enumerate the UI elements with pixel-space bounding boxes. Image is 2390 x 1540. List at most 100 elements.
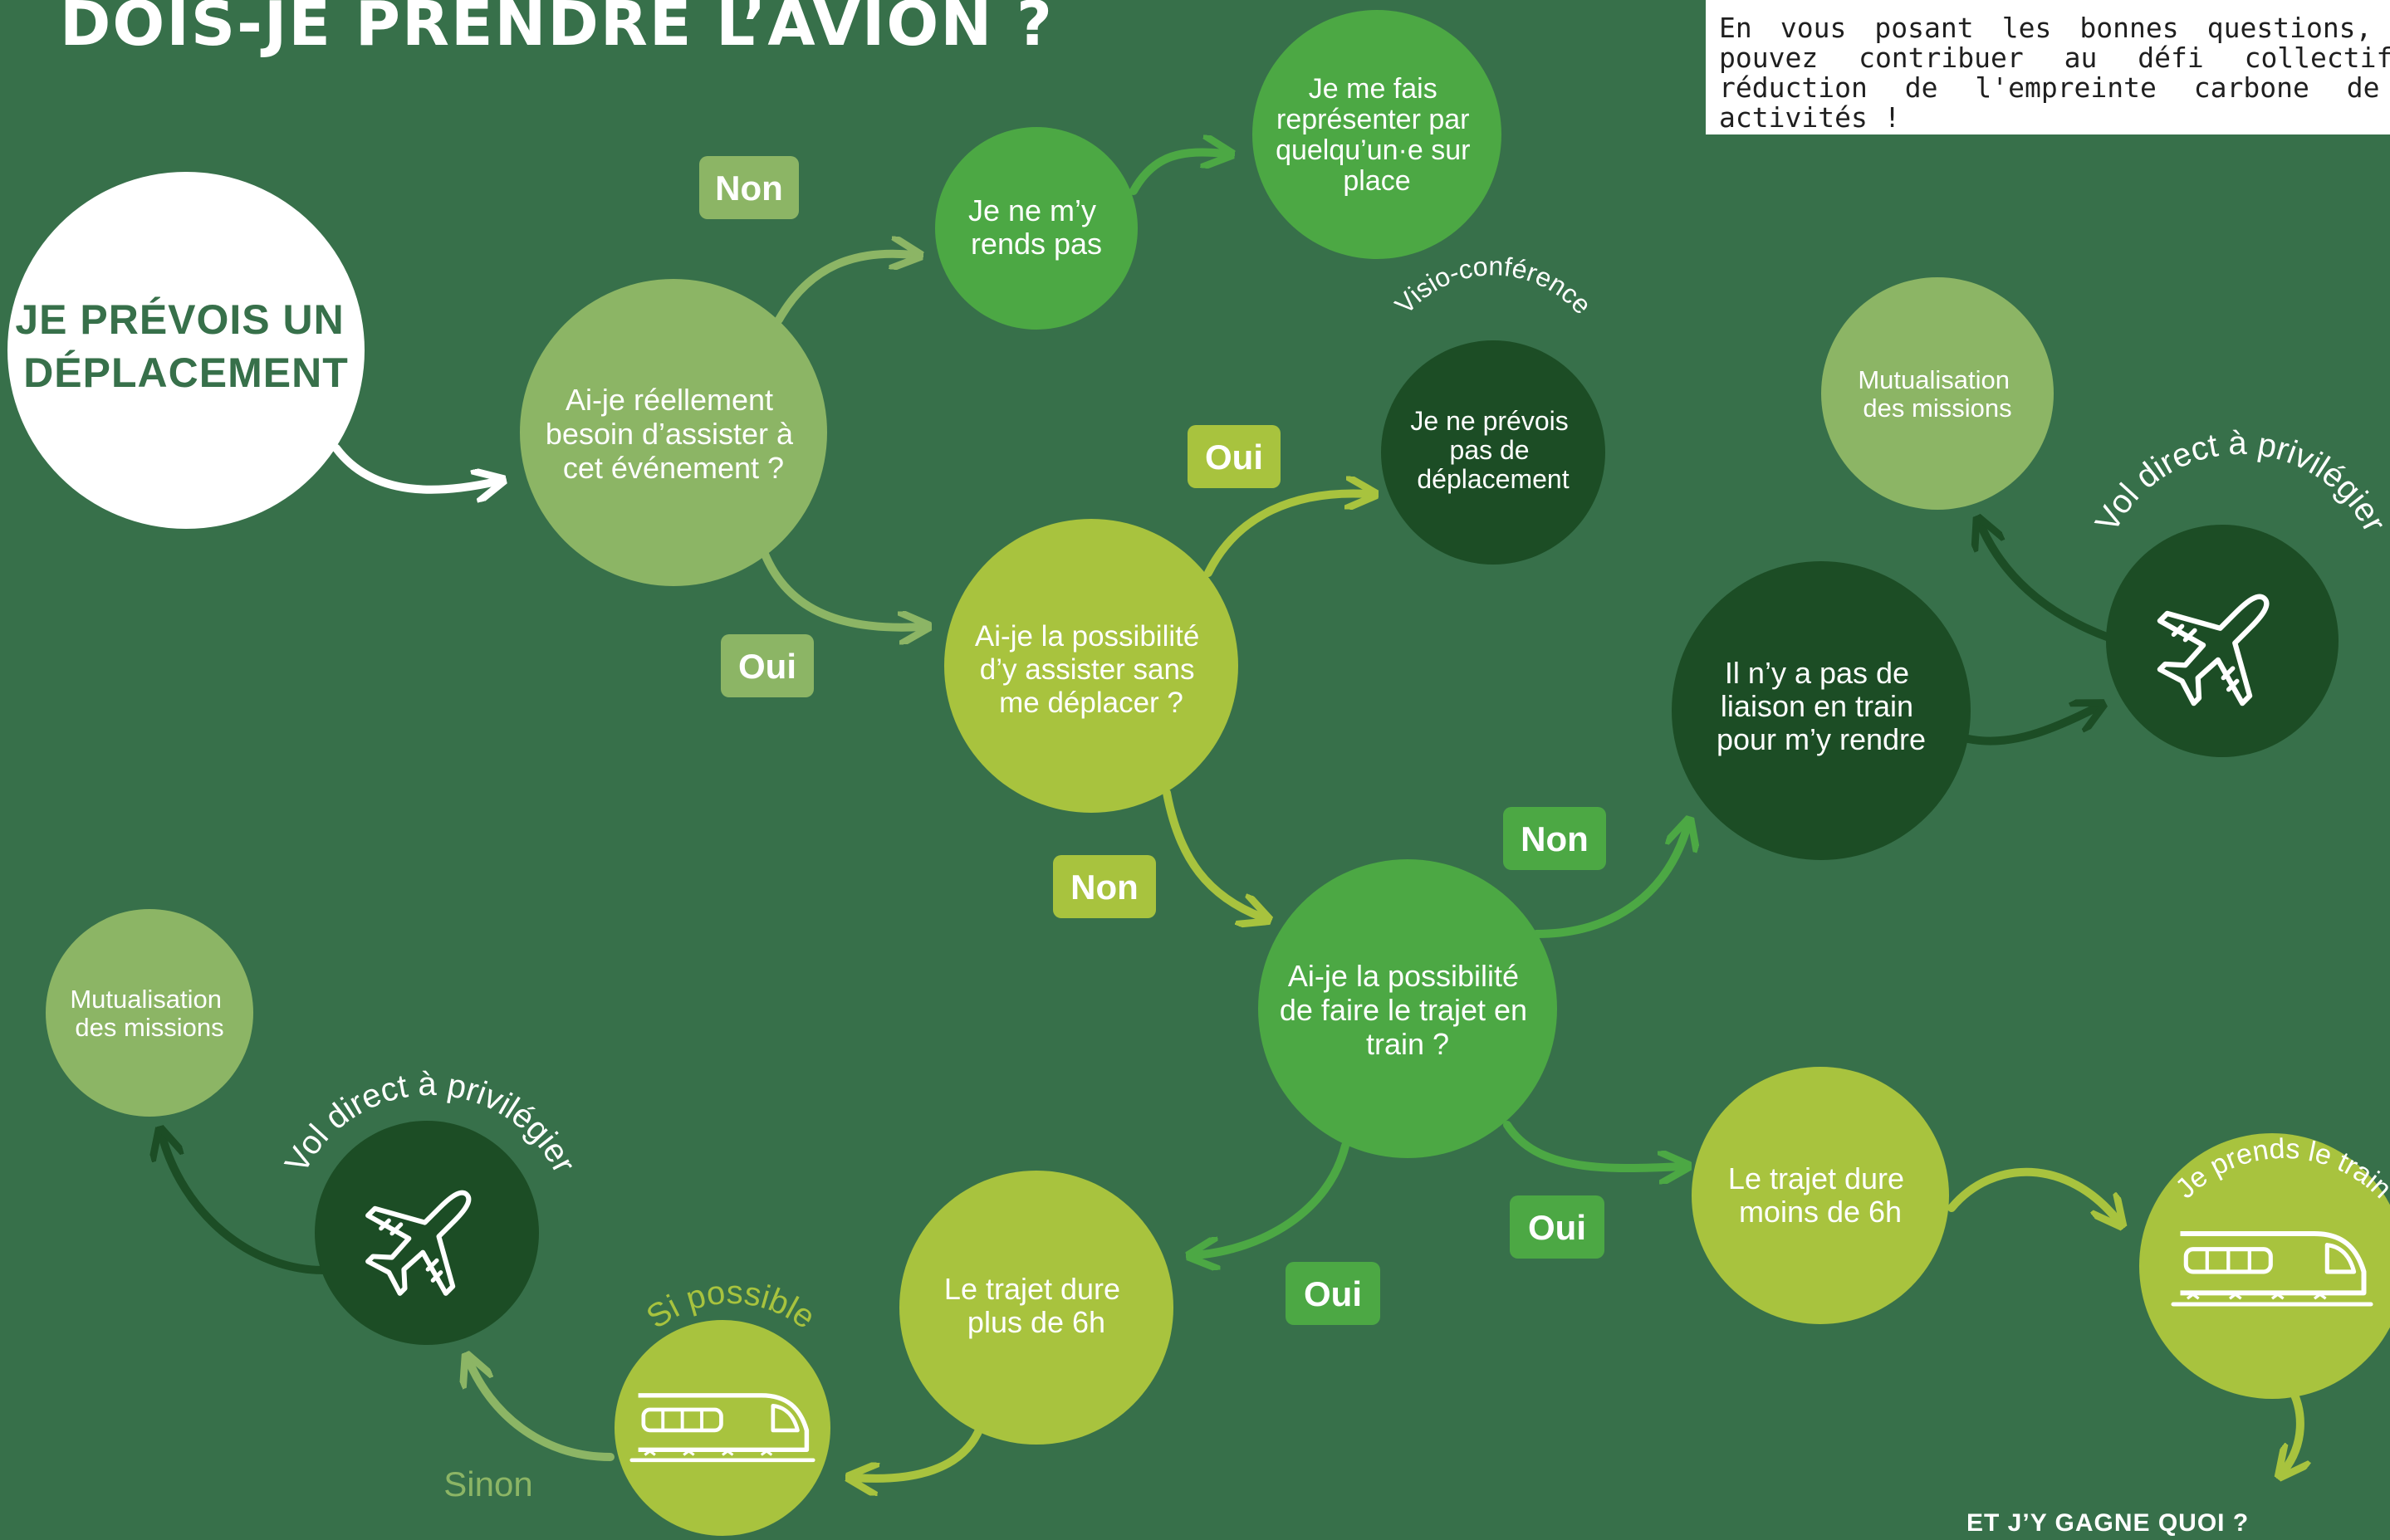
arrow-icon [1196, 1142, 1349, 1255]
footer-heading: ET J’Y GAGNE QUOI ? [1966, 1509, 2250, 1537]
badge-oui-2: Oui [1188, 425, 1281, 488]
badge-non-2: Non [1053, 855, 1156, 918]
node-q2-line-2: d’y assister sans [980, 653, 1195, 686]
node-q1-line-1: Ai-je réellement [566, 383, 773, 417]
node-represent-line-2: représenter par [1276, 104, 1469, 135]
arrow-icon [162, 1136, 328, 1274]
svg-text:Je ne m’y rends pas: Je ne m’y rends pas [968, 193, 1104, 261]
badge-oui-4: Oui [1286, 1262, 1380, 1325]
page-title: DOIS-JE PRENDRE L’AVION ? [60, 0, 1054, 60]
badge-non-1-text: Non [715, 169, 783, 208]
intro-box: En vous posant les bonnes questions, vou… [1706, 0, 2390, 134]
node-q2-line-1: Ai-je la possibilité [975, 620, 1199, 653]
node-represent-line-4: place [1343, 165, 1410, 197]
node-no-go-line-1: Je ne m’y [968, 193, 1096, 227]
node-represent: Je me fais représenter par quelqu’un·e s… [1252, 10, 1501, 259]
node-mutual-right-line-2: des missions [1863, 394, 2011, 423]
badge-non-2-text: Non [1070, 868, 1139, 907]
svg-text:Visio-conférence: Visio-conférence [1389, 251, 1598, 320]
node-q1-line-3: cet événement ? [563, 451, 784, 485]
node-over6-line-2: plus de 6h [967, 1305, 1105, 1339]
node-no-go-line-2: rends pas [971, 227, 1102, 261]
sinon-label: Sinon [443, 1464, 532, 1503]
badge-oui-3: Oui [1510, 1195, 1604, 1259]
node-q3: Ai-je la possibilité de faire le trajet … [1258, 859, 1557, 1158]
flight-right-label: Vol direct à privilégier [2089, 425, 2390, 538]
node-q1: Ai-je réellement besoin d’assister à cet… [520, 279, 827, 586]
node-q1-line-2: besoin d’assister à [546, 417, 794, 451]
visio-label: Visio-conférence [1389, 251, 1598, 320]
svg-text:Vol direct à privilégier: Vol direct à privilégier [2089, 425, 2390, 538]
svg-text:Le trajet dure plus de: Le trajet dure plus de 6h [944, 1272, 1129, 1339]
node-no-travel-line-3: déplacement [1417, 464, 1569, 494]
node-no-rail-line-2: liaison en train [1721, 689, 1913, 723]
start-node: JE PRÉVOIS UN DÉPLACEMENT [7, 172, 365, 529]
node-q2: Ai-je la possibilité d’y assister sans m… [944, 519, 1238, 813]
start-line-1: JE PRÉVOIS UN [15, 296, 344, 343]
svg-text:JE PRÉVOIS UN DÉPLACEM: JE PRÉVOIS UN DÉPLACEMENT [15, 296, 356, 396]
node-mutual-right: Mutualisation des missions [1821, 277, 2054, 510]
node-over6-line-1: Le trajet dure [944, 1272, 1120, 1306]
arrow-icon [855, 1424, 984, 1479]
badge-non-3: Non [1503, 807, 1606, 870]
arrow-icon [1964, 707, 2097, 746]
node-no-rail-line-1: Il n’y a pas de [1725, 656, 1909, 690]
node-flight-right: Vol direct à privilégier [2089, 425, 2390, 757]
arrow-icon [1981, 525, 2118, 643]
svg-text:Je me fais représenter: Je me fais représenter par quelqu’un·e s… [1276, 73, 1478, 197]
arrow-icon [775, 254, 913, 324]
node-no-travel: Je ne prévois pas de déplacement Visio-c… [1381, 251, 1605, 565]
arrow-icon [1532, 826, 1687, 938]
node-no-travel-line-2: pas de [1450, 435, 1530, 465]
svg-text:Ai-je la possibilité d: Ai-je la possibilité de faire le trajet … [1280, 959, 1535, 1061]
arrow-icon [1129, 152, 1225, 195]
node-represent-line-3: quelqu’un·e sur [1276, 134, 1470, 166]
start-line-2: DÉPLACEMENT [23, 350, 349, 396]
node-no-go: Je ne m’y rends pas [935, 127, 1138, 330]
arrow-icon [469, 1362, 615, 1461]
svg-text:Mutualisation des miss: Mutualisation des missions [1858, 365, 2016, 423]
svg-text:Ai-je la possibilité d: Ai-je la possibilité d’y assister sans m… [975, 620, 1207, 719]
badge-non-1: Non [699, 156, 799, 219]
arrow-icon [332, 444, 497, 490]
svg-text:Mutualisation des miss: Mutualisation des missions [70, 985, 228, 1042]
arrow-icon [1204, 493, 1369, 577]
svg-text:Je ne prévois pas de: Je ne prévois pas de déplacement [1410, 406, 1575, 494]
arrow-icon [2284, 1382, 2300, 1471]
intro-text: En vous posant les bonnes questions, vou… [1719, 12, 2390, 134]
svg-text:Ai-je réellement besoi: Ai-je réellement besoin d’assister à cet… [546, 383, 801, 485]
node-mutual-left: Mutualisation des missions [46, 909, 253, 1117]
node-q2-line-3: me déplacer ? [999, 687, 1183, 719]
badge-oui-2-text: Oui [1205, 438, 1263, 477]
node-no-rail: Il n’y a pas de liaison en train pour m’… [1672, 561, 1971, 860]
arrow-icon [1503, 1121, 1682, 1168]
node-flight-left: Vol direct à privilégier [278, 1066, 582, 1345]
node-under6-line-1: Le trajet dure [1728, 1161, 1904, 1195]
badge-oui-1: Oui [721, 634, 814, 697]
badge-oui-4-text: Oui [1304, 1274, 1362, 1313]
node-train-left: Si possible [615, 1274, 830, 1536]
node-under6: Le trajet dure moins de 6h [1692, 1067, 1949, 1324]
node-q3-line-3: train ? [1366, 1027, 1449, 1061]
node-mutual-left-line-2: des missions [75, 1013, 223, 1042]
badge-non-3-text: Non [1521, 819, 1589, 858]
node-over6: Le trajet dure plus de 6h [899, 1171, 1173, 1445]
badge-oui-1-text: Oui [738, 647, 796, 686]
node-q3-line-1: Ai-je la possibilité [1288, 959, 1519, 993]
arrow-icon [1163, 789, 1262, 917]
node-represent-line-1: Je me fais [1309, 73, 1437, 105]
badge-oui-3-text: Oui [1528, 1208, 1586, 1247]
node-train-right: Je prends le train [2139, 1133, 2390, 1399]
node-no-travel-line-1: Je ne prévois [1410, 406, 1568, 436]
node-no-rail-line-3: pour m’y rendre [1717, 722, 1926, 756]
svg-text:Le trajet dure moins d: Le trajet dure moins de 6h [1728, 1161, 1912, 1229]
arrow-icon [760, 548, 922, 628]
arrow-icon [1947, 1167, 2118, 1220]
node-mutual-right-line-1: Mutualisation [1858, 365, 2010, 394]
svg-text:Il n’y a pas de liaiso: Il n’y a pas de liaison en train pour m’… [1717, 656, 1926, 756]
node-under6-line-2: moins de 6h [1739, 1195, 1902, 1229]
connectors [162, 152, 2300, 1478]
node-q3-line-2: de faire le trajet en [1280, 993, 1527, 1027]
